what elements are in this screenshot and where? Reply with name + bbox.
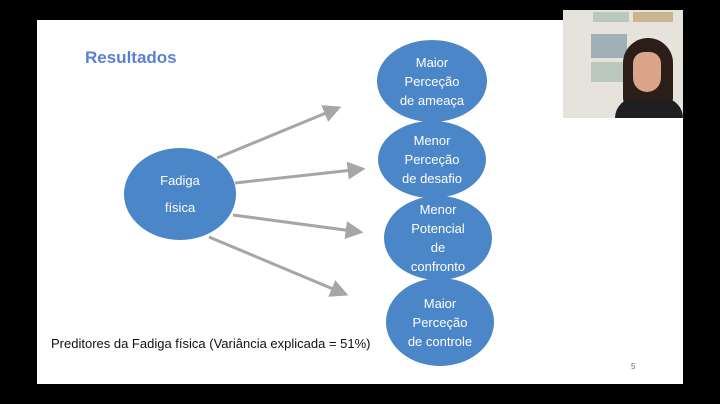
node-label: Maior (416, 53, 449, 72)
node-menor-percecao-desafio: Menor Perceção de desafio (378, 121, 486, 198)
node-label: de ameaça (400, 91, 464, 110)
node-fadiga-fisica: Fadiga física (124, 148, 236, 240)
node-label: de (431, 238, 445, 257)
background-poster (593, 12, 629, 22)
node-label: física (165, 198, 195, 217)
node-menor-potencial-confronto: Menor Potencial de confronto (384, 196, 492, 280)
node-label: Potencial (411, 219, 464, 238)
person-face (633, 52, 661, 92)
page-number: 5 (631, 362, 635, 371)
arrow-to-ameaca (217, 108, 338, 158)
node-label: Perceção (413, 313, 468, 332)
person-body (615, 98, 683, 118)
node-label: de controle (408, 332, 472, 351)
arrow-to-desafio (235, 169, 362, 183)
node-label: Maior (424, 294, 457, 313)
node-maior-percecao-ameaca: Maior Perceção de ameaça (377, 40, 487, 122)
node-label: Perceção (405, 72, 460, 91)
arrow-to-controle (209, 237, 345, 294)
node-label: Perceção (405, 150, 460, 169)
slide-caption: Preditores da Fadiga física (Variância e… (51, 336, 371, 351)
node-label: Menor (420, 200, 457, 219)
arrow-to-confronto (233, 215, 360, 232)
background-poster (591, 62, 627, 82)
background-poster (633, 12, 673, 22)
node-label: Menor (414, 131, 451, 150)
background-poster (591, 34, 627, 58)
node-maior-percecao-controle: Maior Perceção de controle (386, 278, 494, 366)
node-label: Fadiga (160, 171, 200, 190)
node-label: de desafio (402, 169, 462, 188)
webcam-thumbnail[interactable] (563, 10, 683, 118)
node-label: confronto (411, 257, 465, 276)
